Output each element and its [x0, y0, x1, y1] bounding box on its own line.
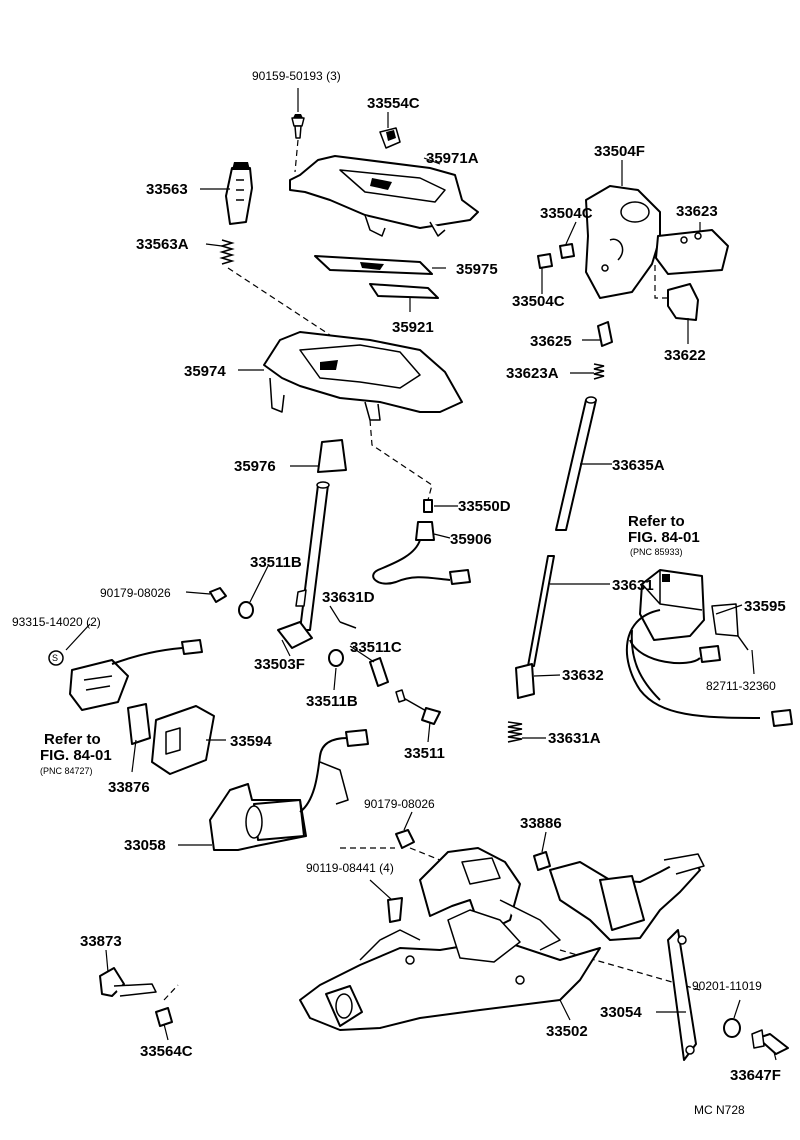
label-33647f: 33647F	[730, 1067, 781, 1084]
label-93315-14020: 93315-14020 (2)	[12, 615, 101, 629]
cover-33594	[151, 705, 215, 775]
label-33625: 33625	[530, 333, 572, 350]
nut-33564c	[155, 1007, 173, 1027]
label-90179-08026-a: 90179-08026	[100, 586, 171, 600]
label-33563: 33563	[146, 181, 188, 198]
nut-90179-08026-center	[395, 829, 415, 849]
ref-note-right: Refer to FIG. 84-01 (PNC 85933)	[628, 513, 700, 557]
clip-33622	[667, 283, 699, 321]
label-82711-32360: 82711-32360	[706, 679, 776, 693]
pin-33625	[597, 321, 613, 347]
label-33632: 33632	[562, 667, 604, 684]
bolt-33647f	[751, 1029, 789, 1055]
pin-33631d	[339, 621, 357, 629]
ref-left-line2: FIG. 84-01	[40, 747, 112, 764]
ref-left-line3: (PNC 84727)	[40, 766, 93, 776]
label-33503f: 33503F	[254, 656, 305, 673]
rod-33635a	[555, 399, 597, 531]
label-35906: 35906	[450, 531, 492, 548]
rod-33631	[527, 555, 555, 667]
label-33631a: 33631A	[548, 730, 601, 747]
label-33622: 33622	[664, 347, 706, 364]
label-33886: 33886	[520, 815, 562, 832]
seal-mark: S	[52, 653, 58, 663]
label-33054: 33054	[600, 1004, 642, 1021]
part-labels: 90159-50193 (3) 33554C 35971A 33563 3356…	[12, 69, 786, 1084]
housing-35974	[263, 331, 463, 421]
label-33631d: 33631D	[322, 589, 375, 606]
label-35921: 35921	[392, 319, 434, 336]
label-35974: 35974	[184, 363, 226, 380]
label-90201-11019: 90201-11019	[692, 979, 762, 993]
label-33563a: 33563A	[136, 236, 189, 253]
nut-33886	[533, 851, 551, 871]
label-33564c: 33564C	[140, 1043, 193, 1060]
label-33511b-b: 33511B	[306, 693, 358, 710]
bolt-33511	[395, 689, 441, 725]
label-33594: 33594	[230, 733, 272, 750]
collar-33511c	[369, 657, 389, 687]
label-33504f: 33504F	[594, 143, 645, 160]
solenoid-33058	[209, 729, 369, 851]
plate-35921	[369, 283, 439, 299]
link-33632	[515, 663, 535, 699]
spring-33623a	[593, 363, 605, 380]
label-33876: 33876	[108, 779, 150, 796]
label-90159-50193: 90159-50193 (3)	[252, 69, 341, 83]
bushing-33511b-lower	[328, 649, 344, 667]
bracket-33054	[549, 853, 705, 1061]
label-33550d: 33550D	[458, 498, 511, 515]
knob-33504f	[585, 185, 661, 299]
bracket-33876	[127, 703, 151, 745]
label-33502: 33502	[546, 1023, 588, 1040]
label-33623a: 33623A	[506, 365, 559, 382]
label-33058: 33058	[124, 837, 166, 854]
ref-left-line1: Refer to	[44, 731, 101, 748]
label-35971a: 35971A	[426, 150, 479, 167]
label-90119-08441: 90119-08441 (4)	[306, 861, 394, 875]
washer-90201-11019	[723, 1018, 741, 1038]
label-33511: 33511	[404, 745, 445, 762]
spring-33631a	[507, 721, 523, 743]
label-33623: 33623	[676, 203, 718, 220]
label-33504c-b: 33504C	[512, 293, 565, 310]
label-33595: 33595	[744, 598, 786, 615]
screw-33504c-a	[559, 243, 575, 259]
clip-33554c	[379, 127, 401, 149]
screw-33504c-b	[537, 253, 553, 269]
label-33554c: 33554C	[367, 95, 420, 112]
diagram-code: MC N728	[694, 1103, 745, 1117]
bushing-33511b-upper	[238, 601, 254, 619]
label-90179-08026-b: 90179-08026	[364, 797, 435, 811]
cap-35976	[317, 439, 347, 473]
ref-note-left: Refer to FIG. 84-01 (PNC 84727)	[40, 731, 112, 776]
label-33504c-a: 33504C	[540, 205, 593, 222]
label-33631: 33631	[612, 577, 654, 594]
leader-lines	[65, 88, 777, 1061]
switch-35906	[372, 499, 471, 585]
part-33873	[99, 967, 157, 997]
label-33873: 33873	[80, 933, 122, 950]
screw-90159-50193	[291, 114, 305, 139]
ref-right-line3: (PNC 85933)	[630, 547, 683, 557]
nut-90179-08026-left	[209, 587, 227, 603]
spring-33563a	[219, 239, 235, 265]
label-35975: 35975	[456, 261, 498, 278]
label-35976: 35976	[234, 458, 276, 475]
cover-35971a	[289, 155, 479, 237]
base-33502	[299, 847, 601, 1031]
label-33635a: 33635A	[612, 457, 665, 474]
bolt-90119-08441	[387, 897, 403, 923]
label-33511c: 33511C	[350, 639, 402, 656]
knob-33563	[225, 162, 253, 225]
button-33623	[655, 229, 729, 275]
ref-right-line1: Refer to	[628, 513, 685, 530]
lever-33503f	[277, 481, 330, 649]
switch-left: S	[48, 639, 203, 711]
switch-33595	[626, 569, 793, 727]
label-33511b-a: 33511B	[250, 554, 302, 571]
ref-right-line2: FIG. 84-01	[628, 529, 700, 546]
